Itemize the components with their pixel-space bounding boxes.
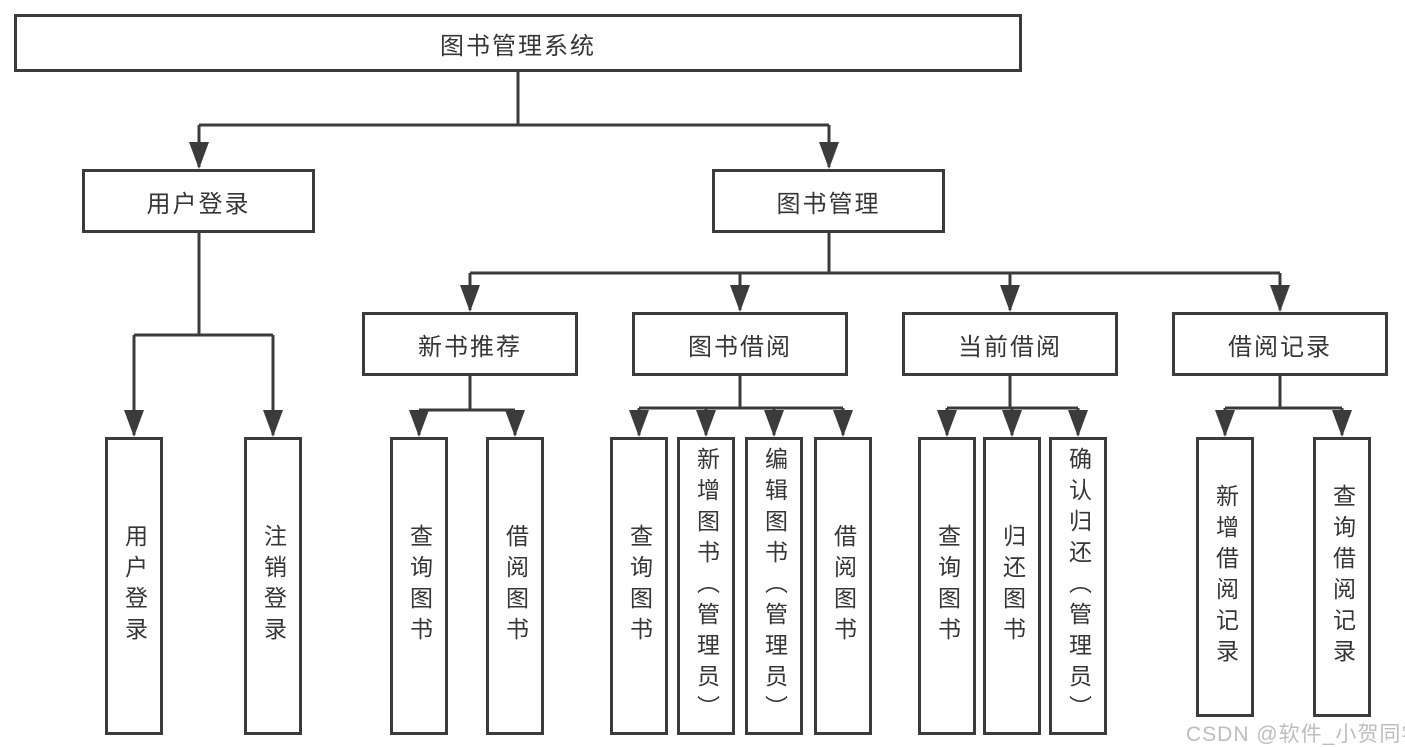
node-library-system: 图书管理系统 bbox=[14, 14, 1022, 72]
node-leaf-query-books-3: 查询图书 bbox=[918, 437, 976, 735]
node-leaf-confirm-return-admin: 确认归还（管理员） bbox=[1049, 437, 1107, 735]
arrowhead-icons bbox=[124, 142, 1352, 437]
node-leaf-query-borrow-record: 查询借阅记录 bbox=[1313, 437, 1371, 717]
node-new-book-recommend: 新书推荐 bbox=[362, 312, 578, 376]
node-leaf-add-borrow-record: 新增借阅记录 bbox=[1196, 437, 1254, 717]
node-leaf-query-books-2: 查询图书 bbox=[610, 437, 668, 735]
node-borrow-records: 借阅记录 bbox=[1172, 312, 1388, 376]
node-current-borrow: 当前借阅 bbox=[902, 312, 1118, 376]
node-leaf-return-book: 归还图书 bbox=[983, 437, 1041, 735]
node-leaf-borrow-books-2: 借阅图书 bbox=[814, 437, 872, 735]
node-book-management: 图书管理 bbox=[712, 169, 945, 233]
node-leaf-user-login: 用户登录 bbox=[105, 437, 163, 735]
node-leaf-edit-book-admin: 编辑图书（管理员） bbox=[745, 437, 803, 735]
node-leaf-add-book-admin: 新增图书（管理员） bbox=[677, 437, 735, 735]
node-leaf-query-books-1: 查询图书 bbox=[390, 437, 448, 735]
node-book-borrow: 图书借阅 bbox=[632, 312, 848, 376]
node-user-login: 用户登录 bbox=[82, 169, 315, 233]
watermark-text: CSDN @软件_小贺同学 bbox=[1186, 723, 1405, 746]
node-leaf-borrow-books-1: 借阅图书 bbox=[486, 437, 544, 735]
node-leaf-logout: 注销登录 bbox=[244, 437, 302, 735]
